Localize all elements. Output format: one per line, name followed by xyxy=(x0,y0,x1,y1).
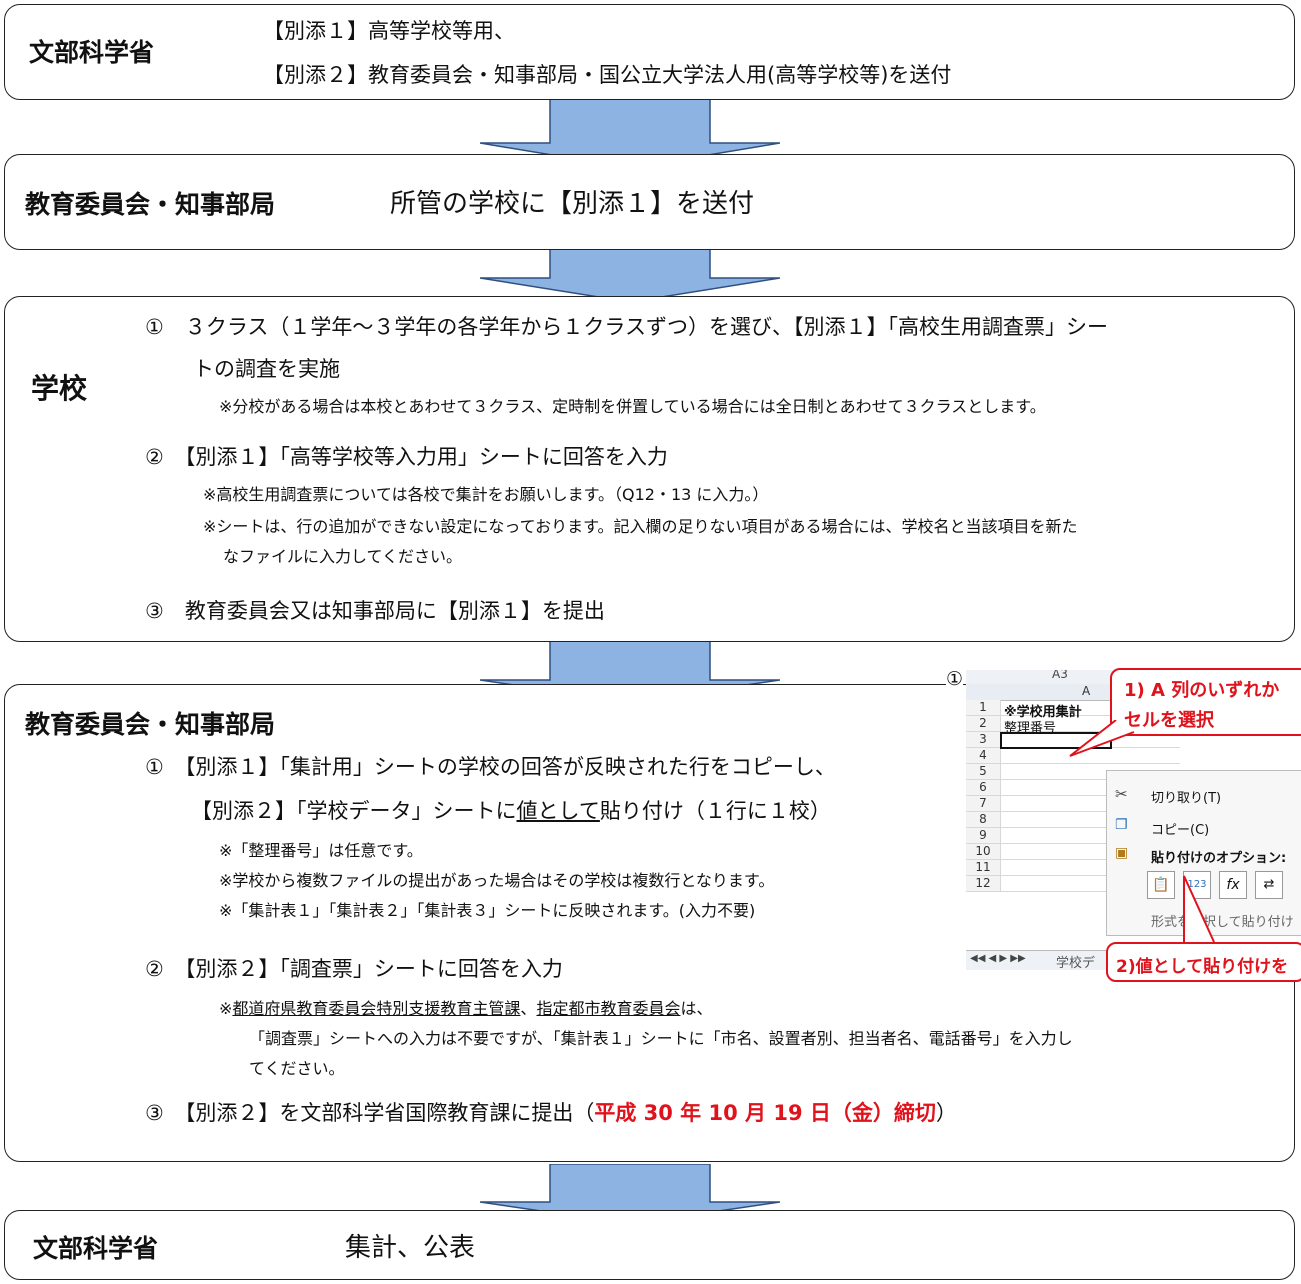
step-box-school: 学校 ① ３クラス（１学年～３学年の各学年から１クラスずつ）を選び、【別添１】「… xyxy=(4,296,1295,642)
excel-row-cells[interactable] xyxy=(1000,844,1180,860)
excel-row-header[interactable]: 11 xyxy=(966,860,1000,876)
paste-formula-icon[interactable]: fx xyxy=(1219,871,1247,899)
sheet-nav-icon[interactable]: ◀◀ ◀ ▶ ▶▶ xyxy=(970,953,1026,964)
copy-icon: ❐ xyxy=(1115,817,1128,833)
note-underlined-2: 指定都市教育委員会 xyxy=(536,999,681,1018)
excel-row-header[interactable]: 12 xyxy=(966,876,1000,892)
deadline-text: 平成 30 年 10 月 19 日（金）締切 xyxy=(594,1101,936,1125)
box4-step1-line2-underlined: 値として xyxy=(516,799,600,823)
box4-step1-line2: 【別添２】「学校データ」シートに値として貼り付け（１行に１校） xyxy=(191,795,831,825)
menu-copy[interactable]: コピー(C) xyxy=(1151,823,1210,838)
box4-step3: ③ 【別添２】を文部科学省国際教育課に提出（平成 30 年 10 月 19 日（… xyxy=(145,1097,957,1127)
box3-step2: ② 【別添１】「高等学校等入力用」シートに回答を入力 xyxy=(145,445,668,469)
excel-row-header[interactable]: 6 xyxy=(966,780,1000,796)
box3-step3: ③ 教育委員会又は知事部局に【別添１】を提出 xyxy=(145,599,605,623)
callout2-text: 2)値として貼り付けを xyxy=(1116,957,1289,977)
clipboard-icon: ▣ xyxy=(1115,845,1129,861)
box1-title: 文部科学省 xyxy=(29,38,155,67)
callout1-pointer xyxy=(1069,720,1135,757)
callout1-line2: セルを選択 xyxy=(1124,710,1214,731)
box4-step2-note-line3: てください。 xyxy=(249,1059,345,1078)
note-prefix: ※ xyxy=(219,999,233,1018)
box3-title: 学校 xyxy=(31,372,88,405)
excel-row-header[interactable]: 10 xyxy=(966,844,1000,860)
note-suffix: は、 xyxy=(680,999,713,1018)
excel-row-header[interactable]: 2 xyxy=(966,716,1000,732)
step-box-mext-send: 文部科学省 【別添１】高等学校等用、 【別添２】教育委員会・知事部局・国公立大学… xyxy=(4,4,1295,100)
box3-step2-note2b: なファイルに入力してください。 xyxy=(223,547,463,566)
excel-row-cells[interactable] xyxy=(1000,812,1180,828)
excel-row-header[interactable]: 5 xyxy=(966,764,1000,780)
box4-step2-note-line2: 「調査票」シートへの入力は不要ですが、「集計表１」シートに「市名、設置者別、担当… xyxy=(249,1029,1073,1048)
excel-row-cells[interactable] xyxy=(1000,716,1180,732)
box3-step1-line1: ① ３クラス（１学年～３学年の各学年から１クラスずつ）を選び、【別添１】「高校生… xyxy=(145,315,1108,339)
callout-paste-values: 2)値として貼り付けを xyxy=(1106,942,1301,982)
excel-cell-a1: ※学校用集計 xyxy=(1004,705,1082,720)
note-sep: 、 xyxy=(520,999,537,1018)
excel-row-cells[interactable] xyxy=(1000,860,1180,876)
menu-paste-options: 貼り付けのオプション: xyxy=(1151,851,1287,866)
box4-step1-note2: ※学校から複数ファイルの提出があった場合はその学校は複数行となります。 xyxy=(219,871,775,890)
box4-step2: ② 【別添２】「調査票」シートに回答を入力 xyxy=(145,957,563,981)
box2-text: 所管の学校に【別添１】を送付 xyxy=(390,189,755,219)
paste-transpose-icon[interactable]: ⇄ xyxy=(1255,871,1283,899)
step-box-board-forward: 教育委員会・知事部局 所管の学校に【別添１】を送付 xyxy=(4,154,1295,250)
box4-step1-note1: ※「整理番号」は任意です。 xyxy=(219,841,423,860)
box3-step1-line2: トの調査を実施 xyxy=(193,357,340,381)
excel-namebox: A3 xyxy=(1052,670,1068,681)
excel-step-number: ① xyxy=(946,668,964,690)
excel-row-cells[interactable] xyxy=(1000,780,1180,796)
box1-line1: 【別添１】高等学校等用、 xyxy=(263,19,515,43)
callout-select-cell: 1) A 列のいずれか セルを選択 xyxy=(1110,668,1301,736)
excel-row-header[interactable]: 4 xyxy=(966,748,1000,764)
box4-step1-line1: ① 【別添１】「集計用」シートの学校の回答が反映された行をコピーし、 xyxy=(145,755,836,779)
box4-step3-close: ） xyxy=(935,1101,957,1125)
box2-title: 教育委員会・知事部局 xyxy=(25,190,276,219)
box5-text: 集計、公表 xyxy=(345,1233,476,1263)
callout2-pointer xyxy=(1183,875,1215,943)
box4-step1-line2-b: 貼り付け（１行に１校） xyxy=(599,799,831,823)
callout1-line1: 1) A 列のいずれか xyxy=(1124,680,1280,701)
excel-row-cells[interactable] xyxy=(1000,876,1180,892)
step-box-mext-publish: 文部科学省 集計、公表 xyxy=(4,1210,1295,1280)
box3-step2-note1: ※高校生用調査票については各校で集計をお願いします。（Q12・13 に入力。） xyxy=(203,485,769,504)
box1-line2: 【別添２】教育委員会・知事部局・国公立大学法人用(高等学校等)を送付 xyxy=(263,63,952,87)
box3-step1-note: ※分校がある場合は本校とあわせて３クラス、定時制を併置している場合には全日制とあ… xyxy=(219,397,1046,416)
scissors-icon: ✂ xyxy=(1115,785,1128,803)
box4-title: 教育委員会・知事部局 xyxy=(25,710,276,739)
excel-row-cells[interactable] xyxy=(1000,748,1180,764)
excel-row-header[interactable]: 1 xyxy=(966,700,1000,716)
excel-row-header[interactable]: 3 xyxy=(966,732,1000,748)
box3-step2-note2a: ※シートは、行の追加ができない設定になっております。記入欄の足りない項目がある場… xyxy=(203,517,1078,536)
box4-step3-text: ③ 【別添２】を文部科学省国際教育課に提出（ xyxy=(145,1101,595,1125)
excel-row-header[interactable]: 8 xyxy=(966,812,1000,828)
note-underlined-1: 都道府県教育委員会特別支援教育主管課 xyxy=(232,999,521,1018)
menu-cut[interactable]: 切り取り(T) xyxy=(1151,791,1222,806)
excel-row-cells[interactable] xyxy=(1000,796,1180,812)
excel-row-header[interactable]: 7 xyxy=(966,796,1000,812)
paste-icon[interactable]: 📋 xyxy=(1147,871,1175,899)
box4-step1-line2-a: 【別添２】「学校データ」シートに xyxy=(191,799,517,823)
excel-row-cells[interactable] xyxy=(1000,764,1180,780)
down-arrow-2 xyxy=(480,246,780,303)
sheet-tab[interactable]: 学校デ xyxy=(1056,956,1096,970)
excel-row-cells[interactable] xyxy=(1000,828,1180,844)
box4-step2-note-line1: ※都道府県教育委員会特別支援教育主管課、指定都市教育委員会は、 xyxy=(219,995,712,1019)
excel-row-cells[interactable] xyxy=(1000,700,1180,716)
box5-title: 文部科学省 xyxy=(33,1234,159,1263)
box4-step1-note3: ※「集計表１」「集計表２」「集計表３」シートに反映されます。(入力不要) xyxy=(219,901,756,920)
excel-row-header[interactable]: 9 xyxy=(966,828,1000,844)
excel-column-a: A xyxy=(1082,684,1091,698)
